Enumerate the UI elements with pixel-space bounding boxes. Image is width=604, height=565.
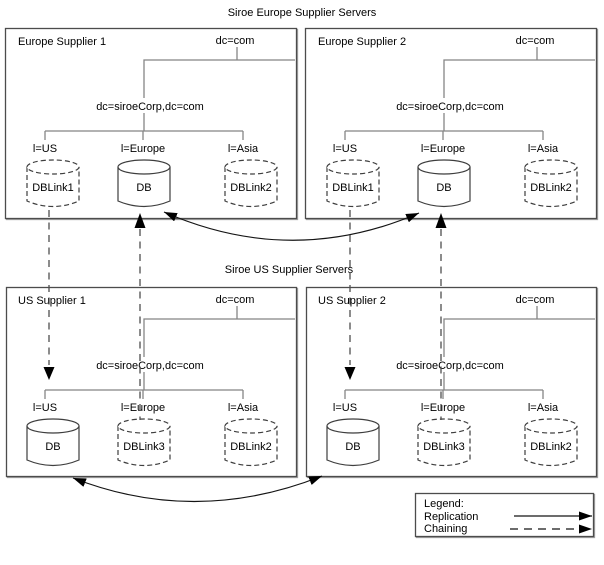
- branch-label-europe: l=Europe: [121, 402, 165, 414]
- root-dn-label: dc=com: [216, 294, 255, 306]
- legend-item-label: Replication: [424, 511, 478, 523]
- chaining-arrow-us1-dblink3-to-europe1-db: [134, 213, 146, 420]
- chaining-arrow-europe1-dblink1-to-us1-db: [43, 210, 55, 380]
- europe-section-title: Siroe Europe Supplier Servers: [228, 7, 377, 19]
- server-title: Europe Supplier 2: [318, 36, 406, 48]
- dblink-cylinder: DBLink3: [117, 418, 171, 467]
- root-dn-label: dc=com: [516, 35, 555, 47]
- suffix-dn-label: dc=siroeCorp,dc=com: [396, 360, 504, 372]
- directory-tree-lines: [344, 47, 595, 140]
- db-label: DB: [436, 182, 451, 194]
- branch-label-europe: l=Europe: [421, 143, 465, 155]
- legend-item-label: Chaining: [424, 523, 467, 535]
- db-cylinder: DB: [417, 159, 471, 208]
- chaining-arrow-us2-dblink3-to-europe2-db: [435, 213, 447, 420]
- db-label: DBLink2: [230, 441, 272, 453]
- directory-tree-lines: [44, 306, 295, 399]
- dblink-cylinder: DBLink2: [224, 159, 278, 208]
- suffix-dn-label: dc=siroeCorp,dc=com: [396, 101, 504, 113]
- legend-box: [414, 492, 595, 538]
- dblink-cylinder: DBLink3: [417, 418, 471, 467]
- db-label: DB: [136, 182, 151, 194]
- replication-arrow-europe: [163, 211, 420, 241]
- arrowhead-down: [344, 367, 356, 380]
- db-label: DBLink3: [123, 441, 165, 453]
- db-label: DB: [45, 441, 60, 453]
- server-box-europe-1: Europe Supplier 1 dc=com dc=siroeCorp,dc…: [4, 27, 298, 220]
- server-title: Europe Supplier 1: [18, 36, 106, 48]
- db-label: DBLink1: [32, 182, 74, 194]
- server-title: US Supplier 2: [318, 295, 386, 307]
- root-dn-label: dc=com: [516, 294, 555, 306]
- arrowhead-up: [435, 213, 447, 228]
- replication-arrows: [72, 211, 420, 503]
- db-label: DBLink1: [332, 182, 374, 194]
- root-dn-label: dc=com: [216, 35, 255, 47]
- branch-label-us: l=US: [333, 402, 357, 414]
- legend-title: Legend:: [424, 498, 464, 510]
- server-box-europe-2: Europe Supplier 2 dc=com dc=siroeCorp,dc…: [304, 27, 598, 220]
- db-label: DBLink3: [423, 441, 465, 453]
- server-box-us-1: US Supplier 1 dc=com dc=siroeCorp,dc=com…: [5, 286, 298, 478]
- directory-tree-lines: [44, 47, 295, 140]
- chaining-arrow-europe2-dblink1-to-us2-db: [344, 210, 356, 380]
- branch-label-us: l=US: [33, 143, 57, 155]
- branch-label-europe: l=Europe: [421, 402, 465, 414]
- branch-label-europe: l=Europe: [121, 143, 165, 155]
- branch-label-asia: l=Asia: [528, 143, 559, 155]
- db-cylinder: DB: [117, 159, 171, 208]
- suffix-dn-label: dc=siroeCorp,dc=com: [96, 360, 204, 372]
- dblink-cylinder: DBLink1: [26, 159, 80, 208]
- branch-label-asia: l=Asia: [528, 402, 559, 414]
- branch-label-us: l=US: [33, 402, 57, 414]
- suffix-dn-label: dc=siroeCorp,dc=com: [96, 101, 204, 113]
- db-label: DBLink2: [530, 182, 572, 194]
- legend: Legend: Replication Chaining: [414, 492, 595, 538]
- chaining-arrows: [43, 210, 447, 420]
- dblink-cylinder: DBLink2: [524, 418, 578, 467]
- db-cylinder: DB: [326, 418, 380, 467]
- dblink-cylinder: DBLink2: [524, 159, 578, 208]
- branch-label-us: l=US: [333, 143, 357, 155]
- db-label: DBLink2: [530, 441, 572, 453]
- us-section-title: Siroe US Supplier Servers: [225, 264, 354, 276]
- server-title: US Supplier 1: [18, 295, 86, 307]
- server-box-us-2: US Supplier 2 dc=com dc=siroeCorp,dc=com…: [305, 286, 598, 478]
- arrowhead-up: [134, 213, 146, 228]
- directory-tree-lines: [344, 306, 595, 399]
- dblink-cylinder: DBLink1: [326, 159, 380, 208]
- db-cylinder: DB: [26, 418, 80, 467]
- arrowhead-down: [43, 367, 55, 380]
- branch-label-asia: l=Asia: [228, 143, 259, 155]
- db-label: DBLink2: [230, 182, 272, 194]
- db-label: DB: [345, 441, 360, 453]
- dblink-cylinder: DBLink2: [224, 418, 278, 467]
- replication-arrow-us: [72, 475, 323, 503]
- branch-label-asia: l=Asia: [228, 402, 259, 414]
